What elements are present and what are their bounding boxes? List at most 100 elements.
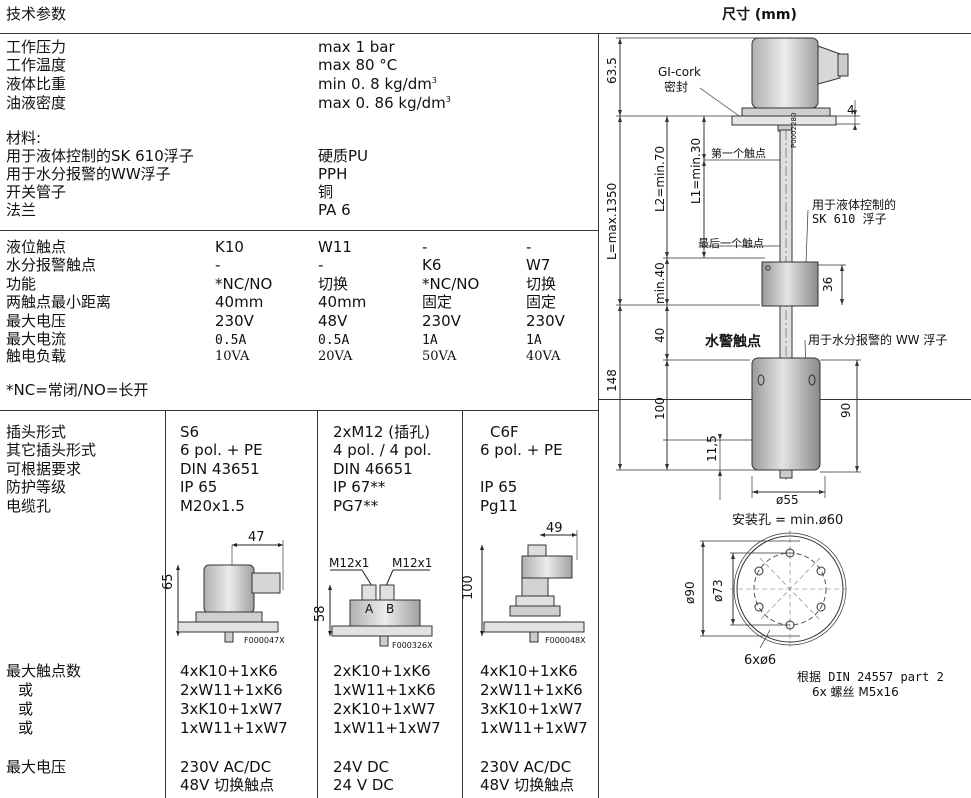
s6-plug-sketch: [176, 540, 284, 643]
dim-length-max: L=max.1350: [605, 182, 619, 260]
m12-b-label: B: [386, 602, 395, 616]
plug-cell: Pg11: [480, 497, 518, 515]
column-divider: [598, 33, 599, 798]
plug-cell: PG7**: [333, 497, 379, 515]
max-contacts-cell: 3xK10+1xW7: [180, 700, 283, 718]
dim-148: 148: [605, 369, 619, 392]
plug-cell: IP 65: [180, 478, 218, 496]
contact-cell: 48V: [318, 312, 348, 330]
s6-code: F000047X: [244, 636, 285, 645]
contact-cell: -: [526, 238, 532, 256]
m12-left-label: M12x1: [329, 556, 370, 570]
param-label: 工作压力: [6, 38, 67, 56]
max-voltage-cell: 24V DC: [333, 758, 390, 776]
holes-label: 6xø6: [744, 653, 777, 668]
header-divider: [0, 33, 971, 34]
dim-90: 90: [839, 402, 853, 418]
din-standard-label: 根据 DIN 24557 part 2: [797, 670, 944, 684]
plug-label: 电缆孔: [6, 497, 52, 515]
screw-label: 6x 螺丝 M5x16: [812, 685, 899, 699]
plug-cell: 6 pol. + PE: [480, 441, 563, 459]
plug-cell: C6F: [490, 423, 519, 441]
dim-dia-90: ø90: [683, 581, 697, 604]
plug-label: 其它插头形式: [6, 441, 97, 459]
dim-100: 100: [653, 397, 667, 420]
first-contact-label: 第一个触点: [711, 147, 766, 160]
dimension-title: 尺寸 (mm): [722, 7, 797, 23]
plug-col-divider: [317, 410, 318, 798]
dim-4: 4: [847, 103, 855, 117]
contact-label: 触电负载: [6, 347, 67, 365]
max-contacts-cell: 2xW11+1xK6: [480, 681, 583, 699]
seal-label: 密封: [664, 80, 689, 94]
dim-dia-55: ø55: [776, 493, 799, 507]
max-contacts-cell: 4xK10+1xK6: [180, 662, 278, 680]
c6f-plug-sketch: [480, 530, 585, 643]
contact-cell: 230V: [422, 312, 461, 330]
m12-code: F000326X: [392, 641, 433, 650]
section-divider: [0, 230, 598, 231]
dim-63-5: 63.5: [605, 57, 619, 84]
material-value: PA 6: [318, 201, 351, 219]
plug-cell: IP 65: [480, 478, 518, 496]
plug-col-divider: [165, 410, 166, 798]
m12-a-label: A: [365, 602, 374, 616]
max-contacts-cell: 2xK10+1xW7: [333, 700, 436, 718]
contact-label: 两触点最小距离: [6, 293, 112, 311]
contact-cell: 0.5A: [215, 333, 247, 348]
c6f-code: F000048X: [545, 636, 586, 645]
material-value: PPH: [318, 165, 348, 183]
ww-float: [751, 357, 821, 479]
material-value: 硬质PU: [318, 147, 369, 165]
or-label: 或: [18, 700, 34, 718]
contact-cell: 20VA: [318, 349, 353, 364]
plug-cell: DIN 43651: [180, 460, 260, 478]
param-label: 油液密度: [6, 94, 67, 112]
param-value: min 0. 8 kg/dm3: [318, 75, 437, 93]
plug-cell: IP 67**: [333, 478, 386, 496]
dim-dia-73: ø73: [711, 579, 725, 602]
contact-cell: -: [215, 256, 221, 274]
max-contacts-cell: 3xK10+1xW7: [480, 700, 583, 718]
plug-cell: 4 pol. / 4 pol.: [333, 441, 432, 459]
dim-40: 40: [653, 327, 667, 343]
contact-cell: W7: [526, 256, 551, 274]
contact-cell: 切换: [318, 275, 349, 293]
or-label: 或: [18, 681, 34, 699]
param-value: max 1 bar: [318, 38, 395, 56]
dim-l2: L2=min.70: [653, 145, 667, 212]
material-label: 用于水分报警的WW浮子: [6, 165, 171, 183]
m12-plug-sketch: [328, 569, 433, 647]
tube-code: P0002280: [790, 112, 798, 148]
plug-cell: M20x1.5: [180, 497, 245, 515]
max-contacts-cell: 4xK10+1xK6: [480, 662, 578, 680]
section-divider: [0, 410, 598, 411]
contact-label: 最大电压: [6, 312, 67, 330]
contact-cell: 230V: [215, 312, 254, 330]
contact-cell: K10: [215, 238, 244, 256]
dim-l1: L1=min.30: [689, 137, 703, 204]
max-voltage-cell: 230V AC/DC: [180, 758, 272, 776]
contact-cell: 1A: [526, 333, 542, 348]
contact-cell: 40VA: [526, 349, 561, 364]
contact-cell: W11: [318, 238, 352, 256]
max-contacts-cell: 1xW11+1xW7: [180, 719, 288, 737]
plug-cell: DIN 46651: [333, 460, 413, 478]
contact-label: 液位触点: [6, 238, 67, 256]
contact-cell: 230V: [526, 312, 565, 330]
material-label: 用于液体控制的SK 610浮子: [6, 147, 194, 165]
contact-cell: K6: [422, 256, 442, 274]
contact-cell: 切换: [526, 275, 557, 293]
c6f-height-dim: 100: [461, 575, 476, 600]
param-label: 液体比重: [6, 75, 67, 93]
max-contacts-cell: 1xW11+1xW7: [480, 719, 588, 737]
c6f-width-dim: 49: [546, 521, 563, 536]
contact-cell: 10VA: [215, 349, 250, 364]
max-voltage-cell: 48V 切换触点: [180, 776, 275, 794]
max-contacts-label: 最大触点数: [6, 662, 82, 680]
plug-label: 可根据要求: [6, 460, 82, 478]
m12-height-dim: 58: [313, 605, 328, 622]
switch-tube: [779, 129, 793, 471]
max-voltage-cell: 48V 切换触点: [480, 776, 575, 794]
contact-cell: *NC/NO: [215, 275, 273, 293]
